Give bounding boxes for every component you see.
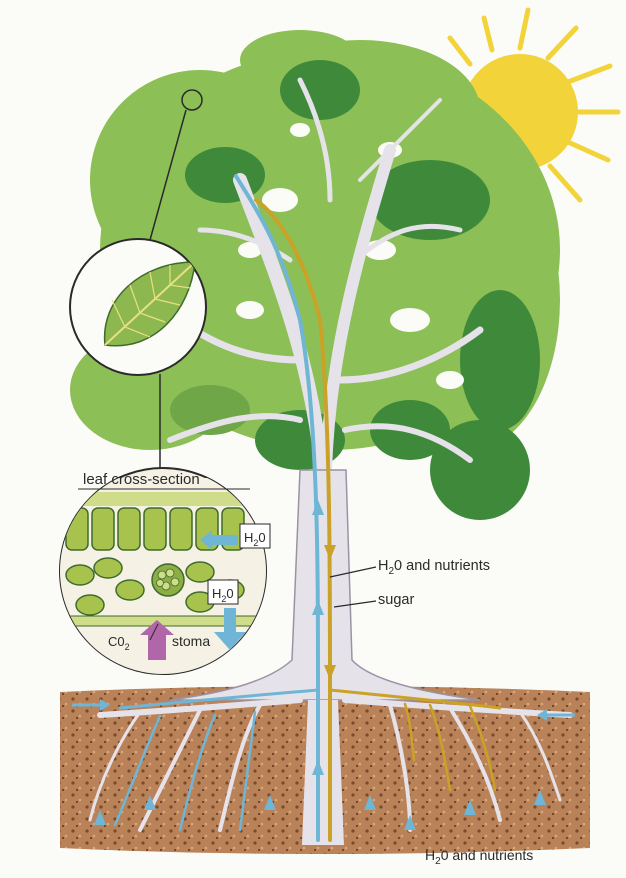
stoma-label: stoma <box>172 633 210 649</box>
cross-section-title: leaf cross-section <box>83 471 200 488</box>
sugar-label: sugar <box>378 592 414 608</box>
